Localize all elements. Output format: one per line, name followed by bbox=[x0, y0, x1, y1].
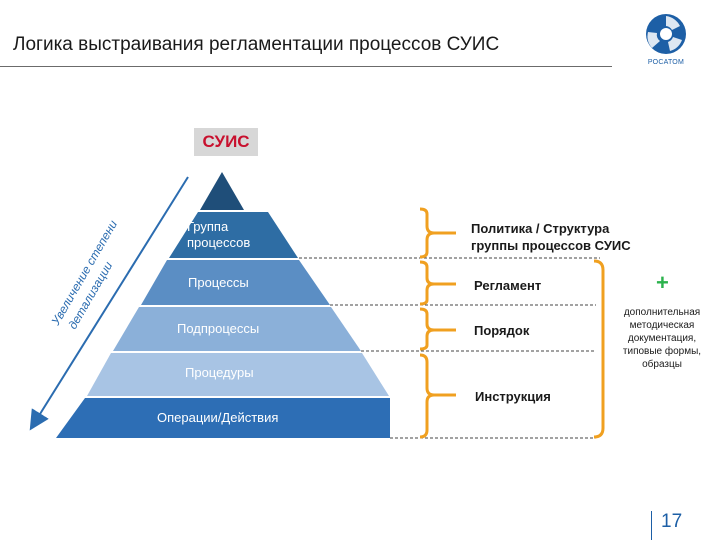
page-number: 17 bbox=[661, 511, 683, 532]
orange-braces bbox=[419, 207, 605, 439]
brace-instruction bbox=[419, 353, 456, 439]
rosatom-logo-icon bbox=[636, 10, 696, 82]
pyramid-level-group bbox=[169, 212, 298, 258]
pyramid-level-processes bbox=[141, 260, 330, 305]
page-number-divider bbox=[651, 511, 652, 540]
level-label-operations: Операции/Действия bbox=[157, 410, 279, 425]
pyramid-level-subprocesses bbox=[113, 307, 361, 351]
plus-icon: + bbox=[656, 270, 669, 295]
level-label-processes: Процессы bbox=[188, 275, 249, 290]
dashed-separators bbox=[299, 257, 600, 439]
slide-title: Логика выстраивания регламентации процес… bbox=[13, 34, 500, 55]
level-label-subprocesses: Подпроцессы bbox=[177, 321, 260, 336]
logo-wordmark: РОСАТОМ bbox=[647, 59, 685, 66]
title-divider bbox=[0, 66, 612, 67]
level-label-group: Группа процессов bbox=[187, 219, 251, 250]
label-regulation: Регламент bbox=[474, 278, 542, 293]
pyramid-level-operations bbox=[56, 398, 390, 438]
label-order: Порядок bbox=[474, 323, 530, 338]
suis-header-box: СУИС bbox=[194, 128, 258, 156]
brace-order bbox=[419, 307, 456, 351]
brace-policy bbox=[419, 207, 456, 259]
detail-axis-arrow bbox=[29, 176, 189, 431]
brace-extra bbox=[593, 259, 605, 439]
label-instruction: Инструкция bbox=[475, 389, 551, 404]
label-policy: Политика / Структура группы процессов СУ… bbox=[471, 221, 631, 253]
extra-docs-note: дополнительная методическая документация… bbox=[622, 307, 702, 370]
brace-regulation bbox=[419, 260, 456, 306]
pyramid-apex bbox=[200, 172, 244, 210]
level-label-procedures: Процедуры bbox=[185, 365, 254, 380]
pyramid-level-procedures bbox=[87, 353, 389, 396]
